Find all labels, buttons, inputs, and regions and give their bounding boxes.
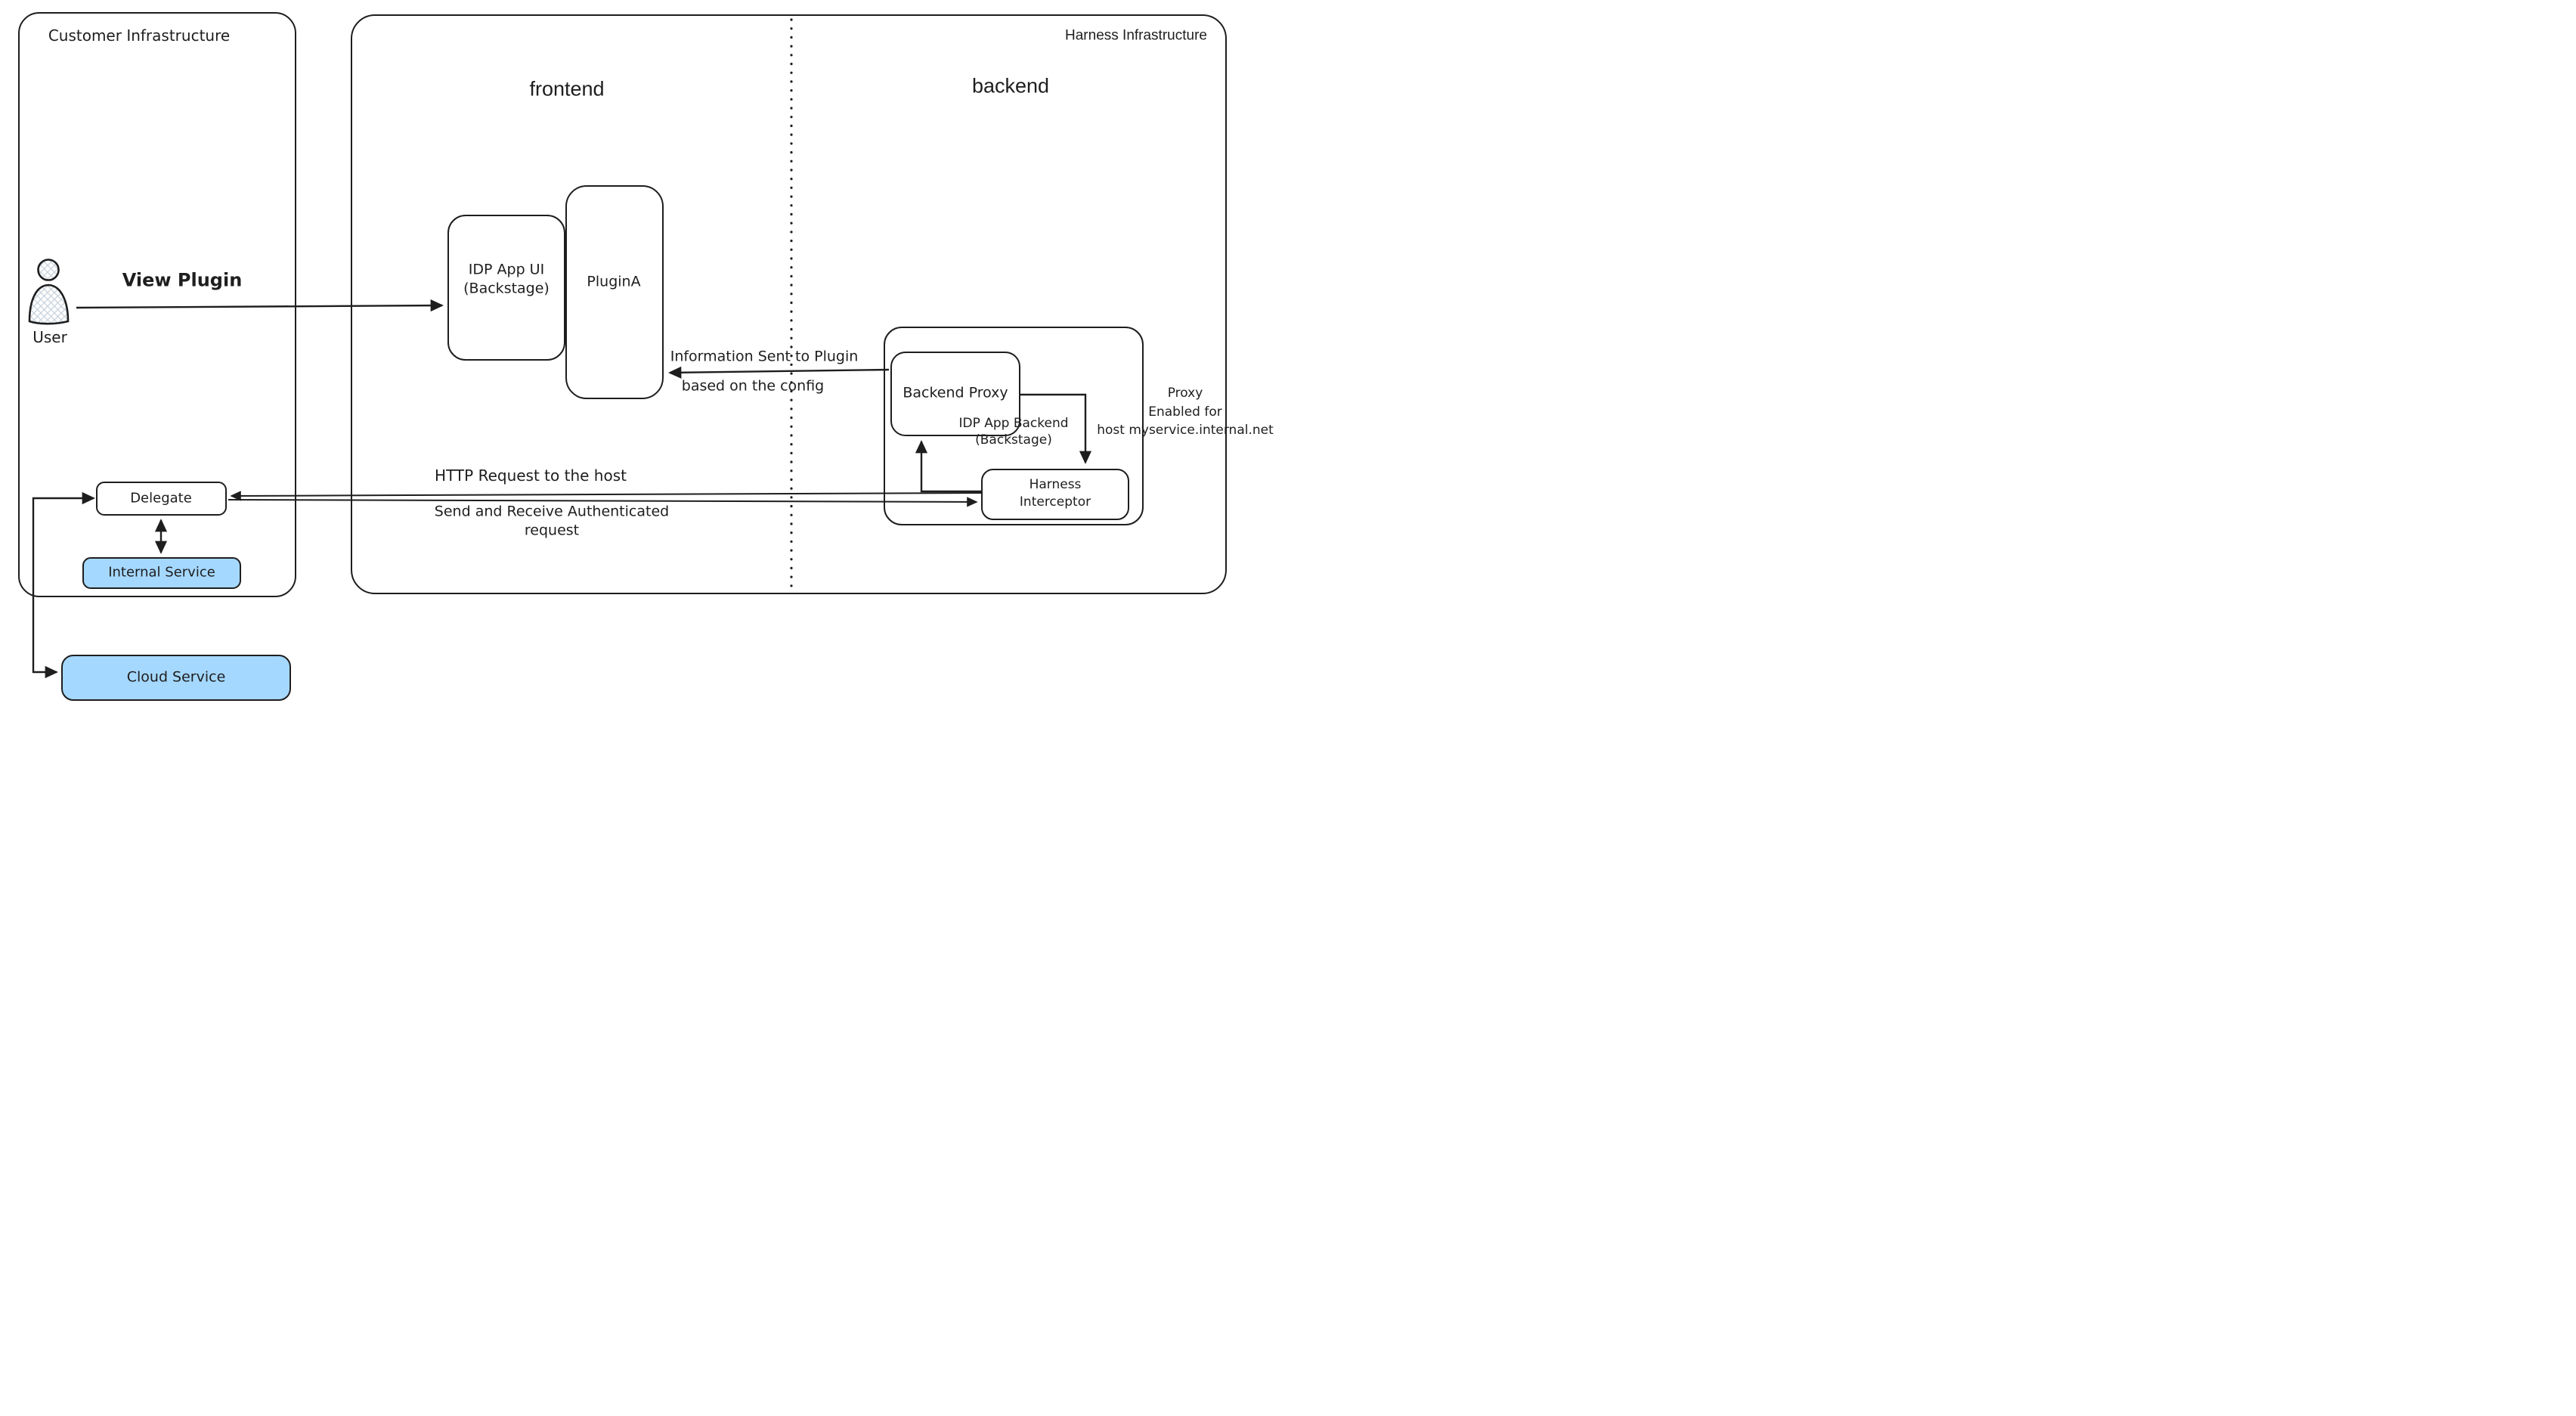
user-label: User [33,328,67,346]
info-sent-label-line2: based on the config [681,377,825,395]
diagram-canvas: Customer Infrastructure Harness Infrastr… [0,0,1288,708]
cloud-service-label: Cloud Service [126,668,226,686]
harness-interceptor-box [981,469,1129,520]
proxy-enabled-note: Proxy Enabled for host myservice.interna… [1097,386,1274,438]
section-backend-label: backend [971,74,1050,98]
internal-service-label: Internal Service [108,564,215,581]
send-receive-label-line2: request [524,522,580,539]
backend-proxy-box [890,352,1020,436]
delegate-box [96,482,227,516]
idp-app-backend-label: IDP App Backend (Backstage) [958,415,1069,448]
harness-interceptor-label: Harness Interceptor [1019,477,1091,510]
harness-infrastructure-label: Harness Infrastructure [1065,27,1207,44]
view-plugin-label: View Plugin [122,269,243,291]
internal-service-box [82,557,241,589]
idp-app-ui-label: IDP App UI (Backstage) [463,261,550,296]
plugin-a-label: PluginA [587,273,641,290]
backend-proxy-label: Backend Proxy [903,384,1008,401]
section-frontend-label: frontend [529,77,605,101]
idp-app-ui-box [447,215,565,361]
http-request-label: HTTP Request to the host [435,466,627,485]
delegate-label: Delegate [130,490,192,507]
info-sent-label-line1: Information Sent to Plugin [670,348,859,365]
plugin-a-box [565,185,664,399]
send-receive-label-line1: Send and Receive Authenticated [434,503,670,520]
customer-infrastructure-label: Customer Infrastructure [48,26,231,45]
